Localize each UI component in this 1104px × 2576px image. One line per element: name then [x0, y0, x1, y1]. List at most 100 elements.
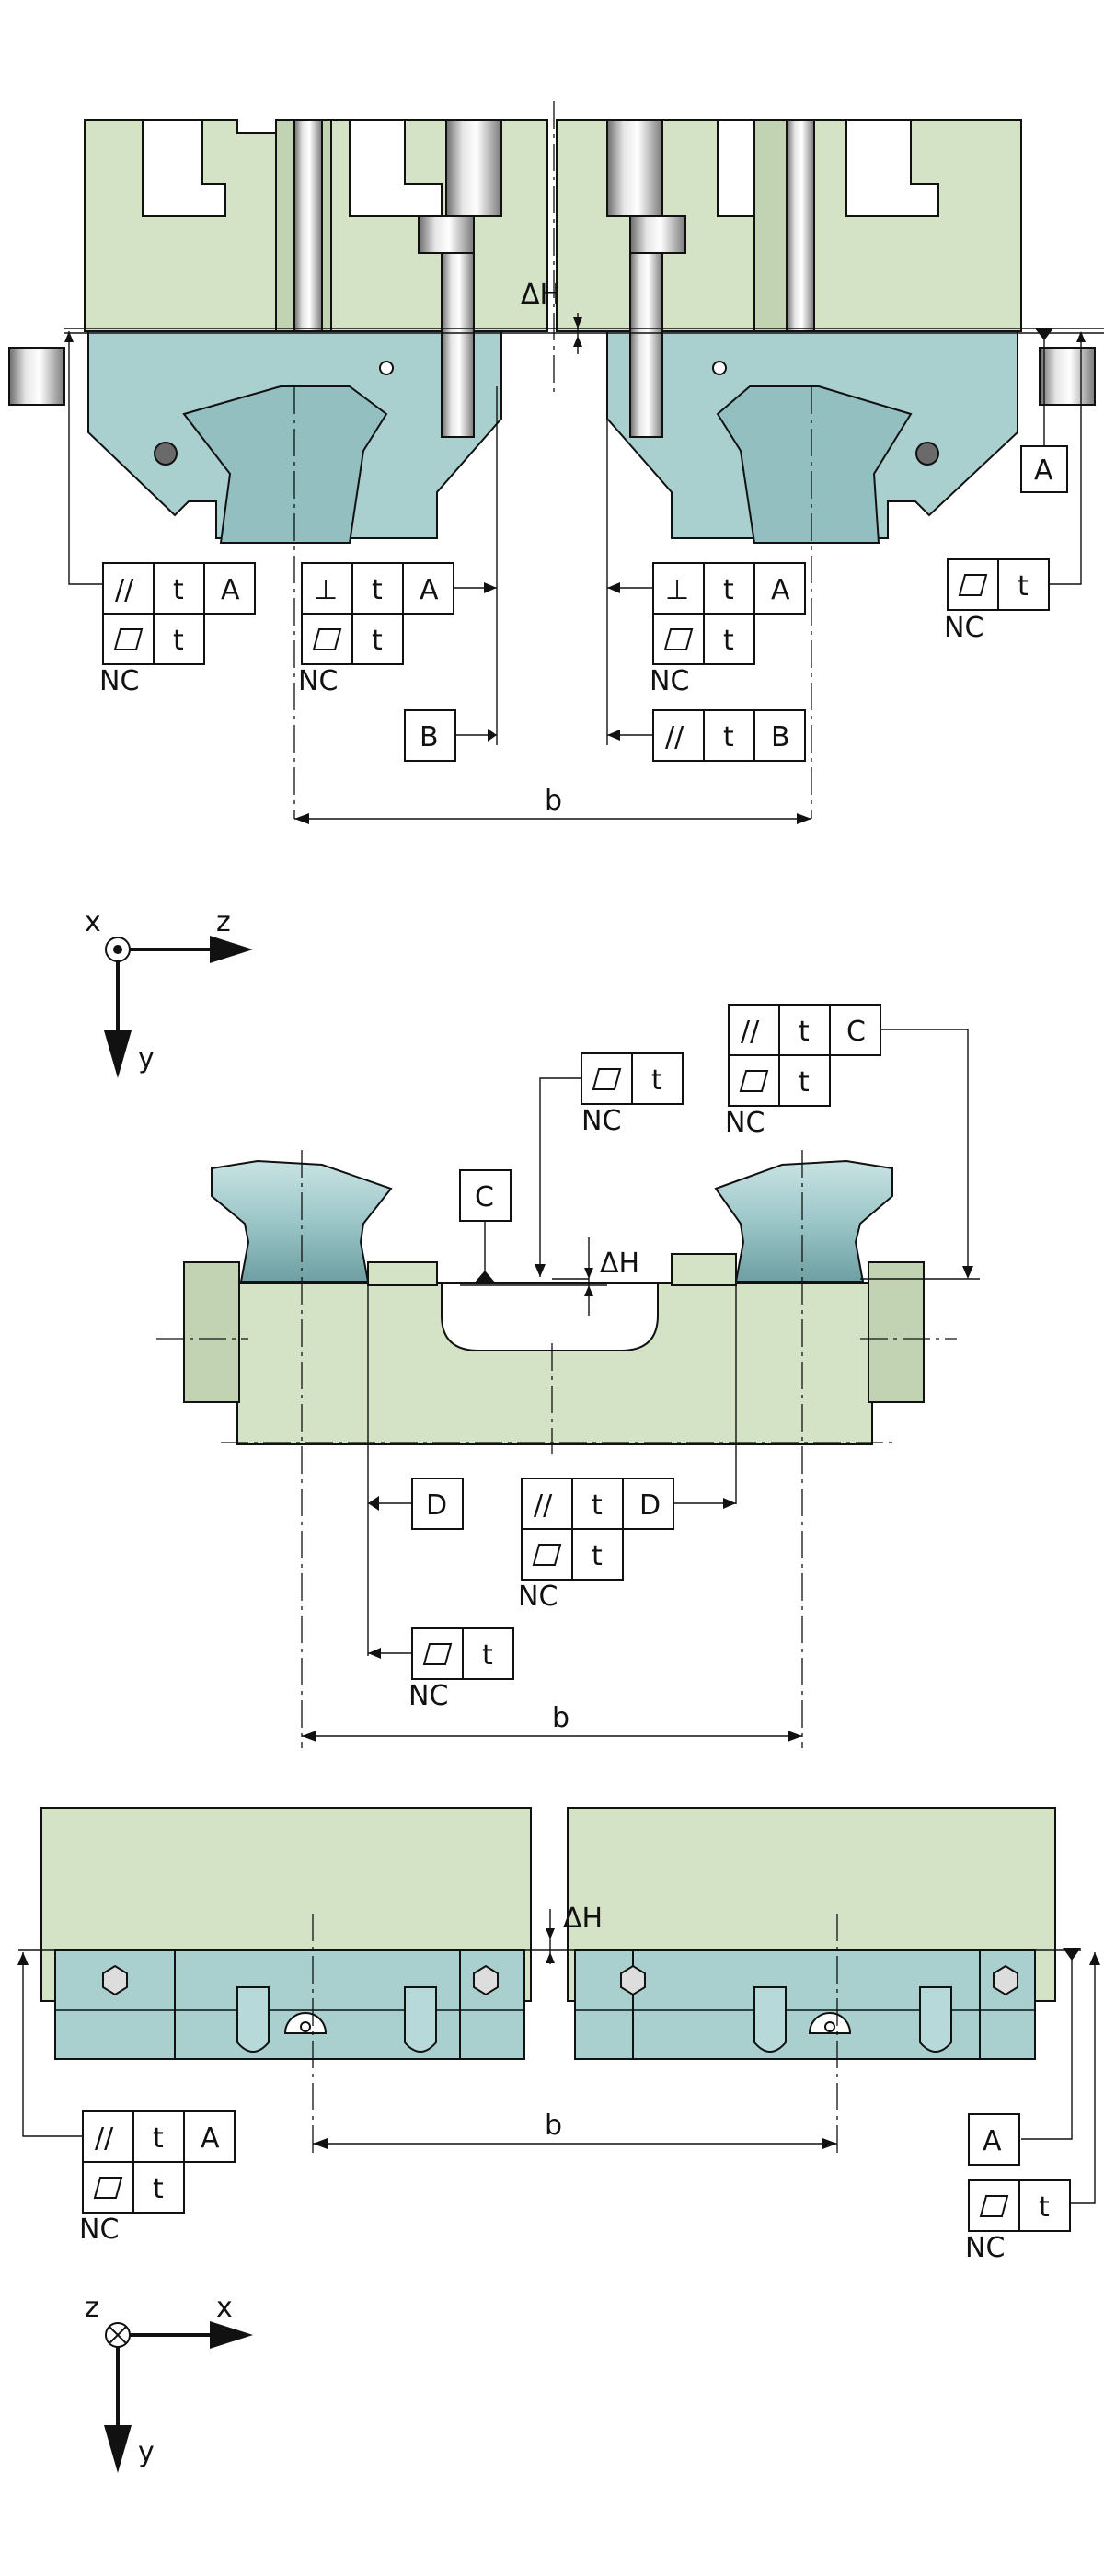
svg-text:t: t: [1018, 570, 1029, 603]
svg-text://: //: [741, 1016, 760, 1048]
svg-text:NC: NC: [581, 1105, 621, 1137]
fcf-parallel-c: // t C t NC: [725, 1004, 881, 1139]
center-recess: [441, 1282, 659, 1351]
rail-profile-left: [211, 1159, 393, 1282]
fcf-flat-side: t NC: [581, 1052, 684, 1137]
svg-text:t: t: [723, 721, 734, 753]
bolt-right: [915, 442, 939, 466]
datum-c: C: [459, 1169, 512, 1222]
svg-text:t: t: [372, 574, 383, 606]
t-slot-1: [142, 119, 226, 217]
fcf-flat-end-right: t NC: [944, 558, 1050, 644]
svg-text:NC: NC: [518, 1581, 558, 1613]
svg-text:t: t: [153, 2122, 164, 2155]
screw-right-outer: [786, 119, 815, 332]
datum-a-end: A: [1020, 445, 1068, 493]
delta-h-label-3: ΔH: [563, 1903, 603, 1935]
screw-left-shank: [441, 252, 475, 438]
svg-text:NC: NC: [650, 665, 689, 697]
fcf-flat-long-right: t NC: [965, 2179, 1071, 2264]
hole-right: [712, 361, 727, 375]
dimension-b-3: b: [545, 2110, 562, 2142]
rail-profile-right: [714, 1159, 893, 1282]
dimension-b-1: b: [545, 785, 562, 817]
svg-text:D: D: [639, 1489, 661, 1522]
svg-text:A: A: [1034, 454, 1053, 487]
svg-text://: //: [115, 574, 134, 606]
long-carriage-left: [54, 1949, 525, 2060]
svg-text:B: B: [771, 721, 790, 753]
end-cap-left: [183, 1261, 240, 1403]
svg-text:D: D: [426, 1489, 447, 1522]
svg-text:y: y: [138, 2436, 155, 2468]
svg-text:NC: NC: [298, 665, 338, 697]
svg-text:A: A: [221, 574, 240, 606]
svg-text:t: t: [482, 1639, 493, 1672]
fcf-parallel-b: // t B: [652, 709, 806, 762]
rail-right: [716, 385, 913, 544]
svg-text:t: t: [372, 625, 383, 657]
view-side: C ΔH t NC // t C t NC D: [156, 1004, 980, 1748]
screw-left-inner: [418, 215, 475, 254]
fcf-parallel-a-1: // t A t NC: [99, 562, 256, 697]
svg-text:A: A: [771, 574, 790, 606]
svg-text:x: x: [85, 906, 101, 938]
lube-nipple-right: [1039, 347, 1096, 406]
svg-text:NC: NC: [79, 2214, 119, 2246]
screw-right-shank: [629, 252, 663, 438]
svg-text:A: A: [420, 574, 439, 606]
svg-text:t: t: [592, 1489, 603, 1522]
bolt-left: [154, 442, 178, 466]
svg-text:t: t: [723, 625, 734, 657]
delta-h-label-1: ΔH: [521, 279, 560, 311]
dimension-b-2: b: [552, 1702, 569, 1734]
svg-text:z: z: [85, 2292, 99, 2324]
end-cap-right: [868, 1261, 925, 1403]
svg-text:t: t: [173, 625, 184, 657]
screw-left-outer: [293, 119, 323, 332]
svg-text:t: t: [799, 1066, 810, 1098]
svg-text:NC: NC: [965, 2232, 1005, 2264]
svg-text:t: t: [799, 1016, 810, 1048]
svg-text:t: t: [651, 1064, 662, 1097]
center-stud-left: [445, 119, 502, 217]
svg-text:B: B: [420, 721, 439, 753]
datum-d: D: [411, 1478, 464, 1530]
datum-a-long: A: [968, 2113, 1020, 2166]
fcf-parallel-a-long: // t A t NC: [79, 2110, 236, 2246]
fcf-parallel-d: // t D t NC: [518, 1478, 674, 1613]
t-slot-4: [845, 119, 939, 217]
axes-zxy-2: z x y: [85, 2292, 253, 2473]
hole-left: [379, 361, 394, 375]
fcf-perp-a-left: ⊥ t A t NC: [298, 562, 454, 697]
svg-text:NC: NC: [408, 1680, 448, 1712]
fcf-perp-a-right: ⊥ t A t NC: [650, 562, 806, 697]
fcf-flat-side-lower: t NC: [408, 1627, 514, 1712]
svg-text:t: t: [592, 1540, 603, 1572]
view-longitudinal: ΔH // t A t NC A t NC b: [17, 1807, 1100, 2264]
svg-text:x: x: [216, 2292, 233, 2324]
svg-text:⊥: ⊥: [314, 574, 338, 606]
svg-text://: //: [665, 721, 684, 753]
svg-text:NC: NC: [99, 665, 139, 697]
svg-text:⊥: ⊥: [665, 574, 689, 606]
svg-text://: //: [95, 2122, 114, 2155]
svg-text:t: t: [173, 574, 184, 606]
svg-text:t: t: [723, 574, 734, 606]
svg-text:A: A: [983, 2125, 1002, 2157]
t-slot-2: [349, 119, 443, 217]
svg-text:y: y: [138, 1042, 155, 1075]
axes-xyz-1: x z y: [85, 906, 253, 1078]
svg-text:t: t: [1039, 2191, 1050, 2224]
view-end: ΔH // t A t NC ⊥ t A t NC B: [8, 101, 1104, 824]
long-carriage-right: [574, 1949, 1036, 2060]
svg-text:C: C: [475, 1181, 494, 1213]
svg-text:C: C: [846, 1016, 866, 1048]
svg-text:t: t: [153, 2173, 164, 2205]
svg-text:A: A: [201, 2122, 220, 2155]
datum-b: B: [404, 709, 456, 762]
svg-text:NC: NC: [944, 612, 983, 644]
svg-text:NC: NC: [725, 1107, 765, 1139]
svg-text://: //: [534, 1489, 553, 1522]
